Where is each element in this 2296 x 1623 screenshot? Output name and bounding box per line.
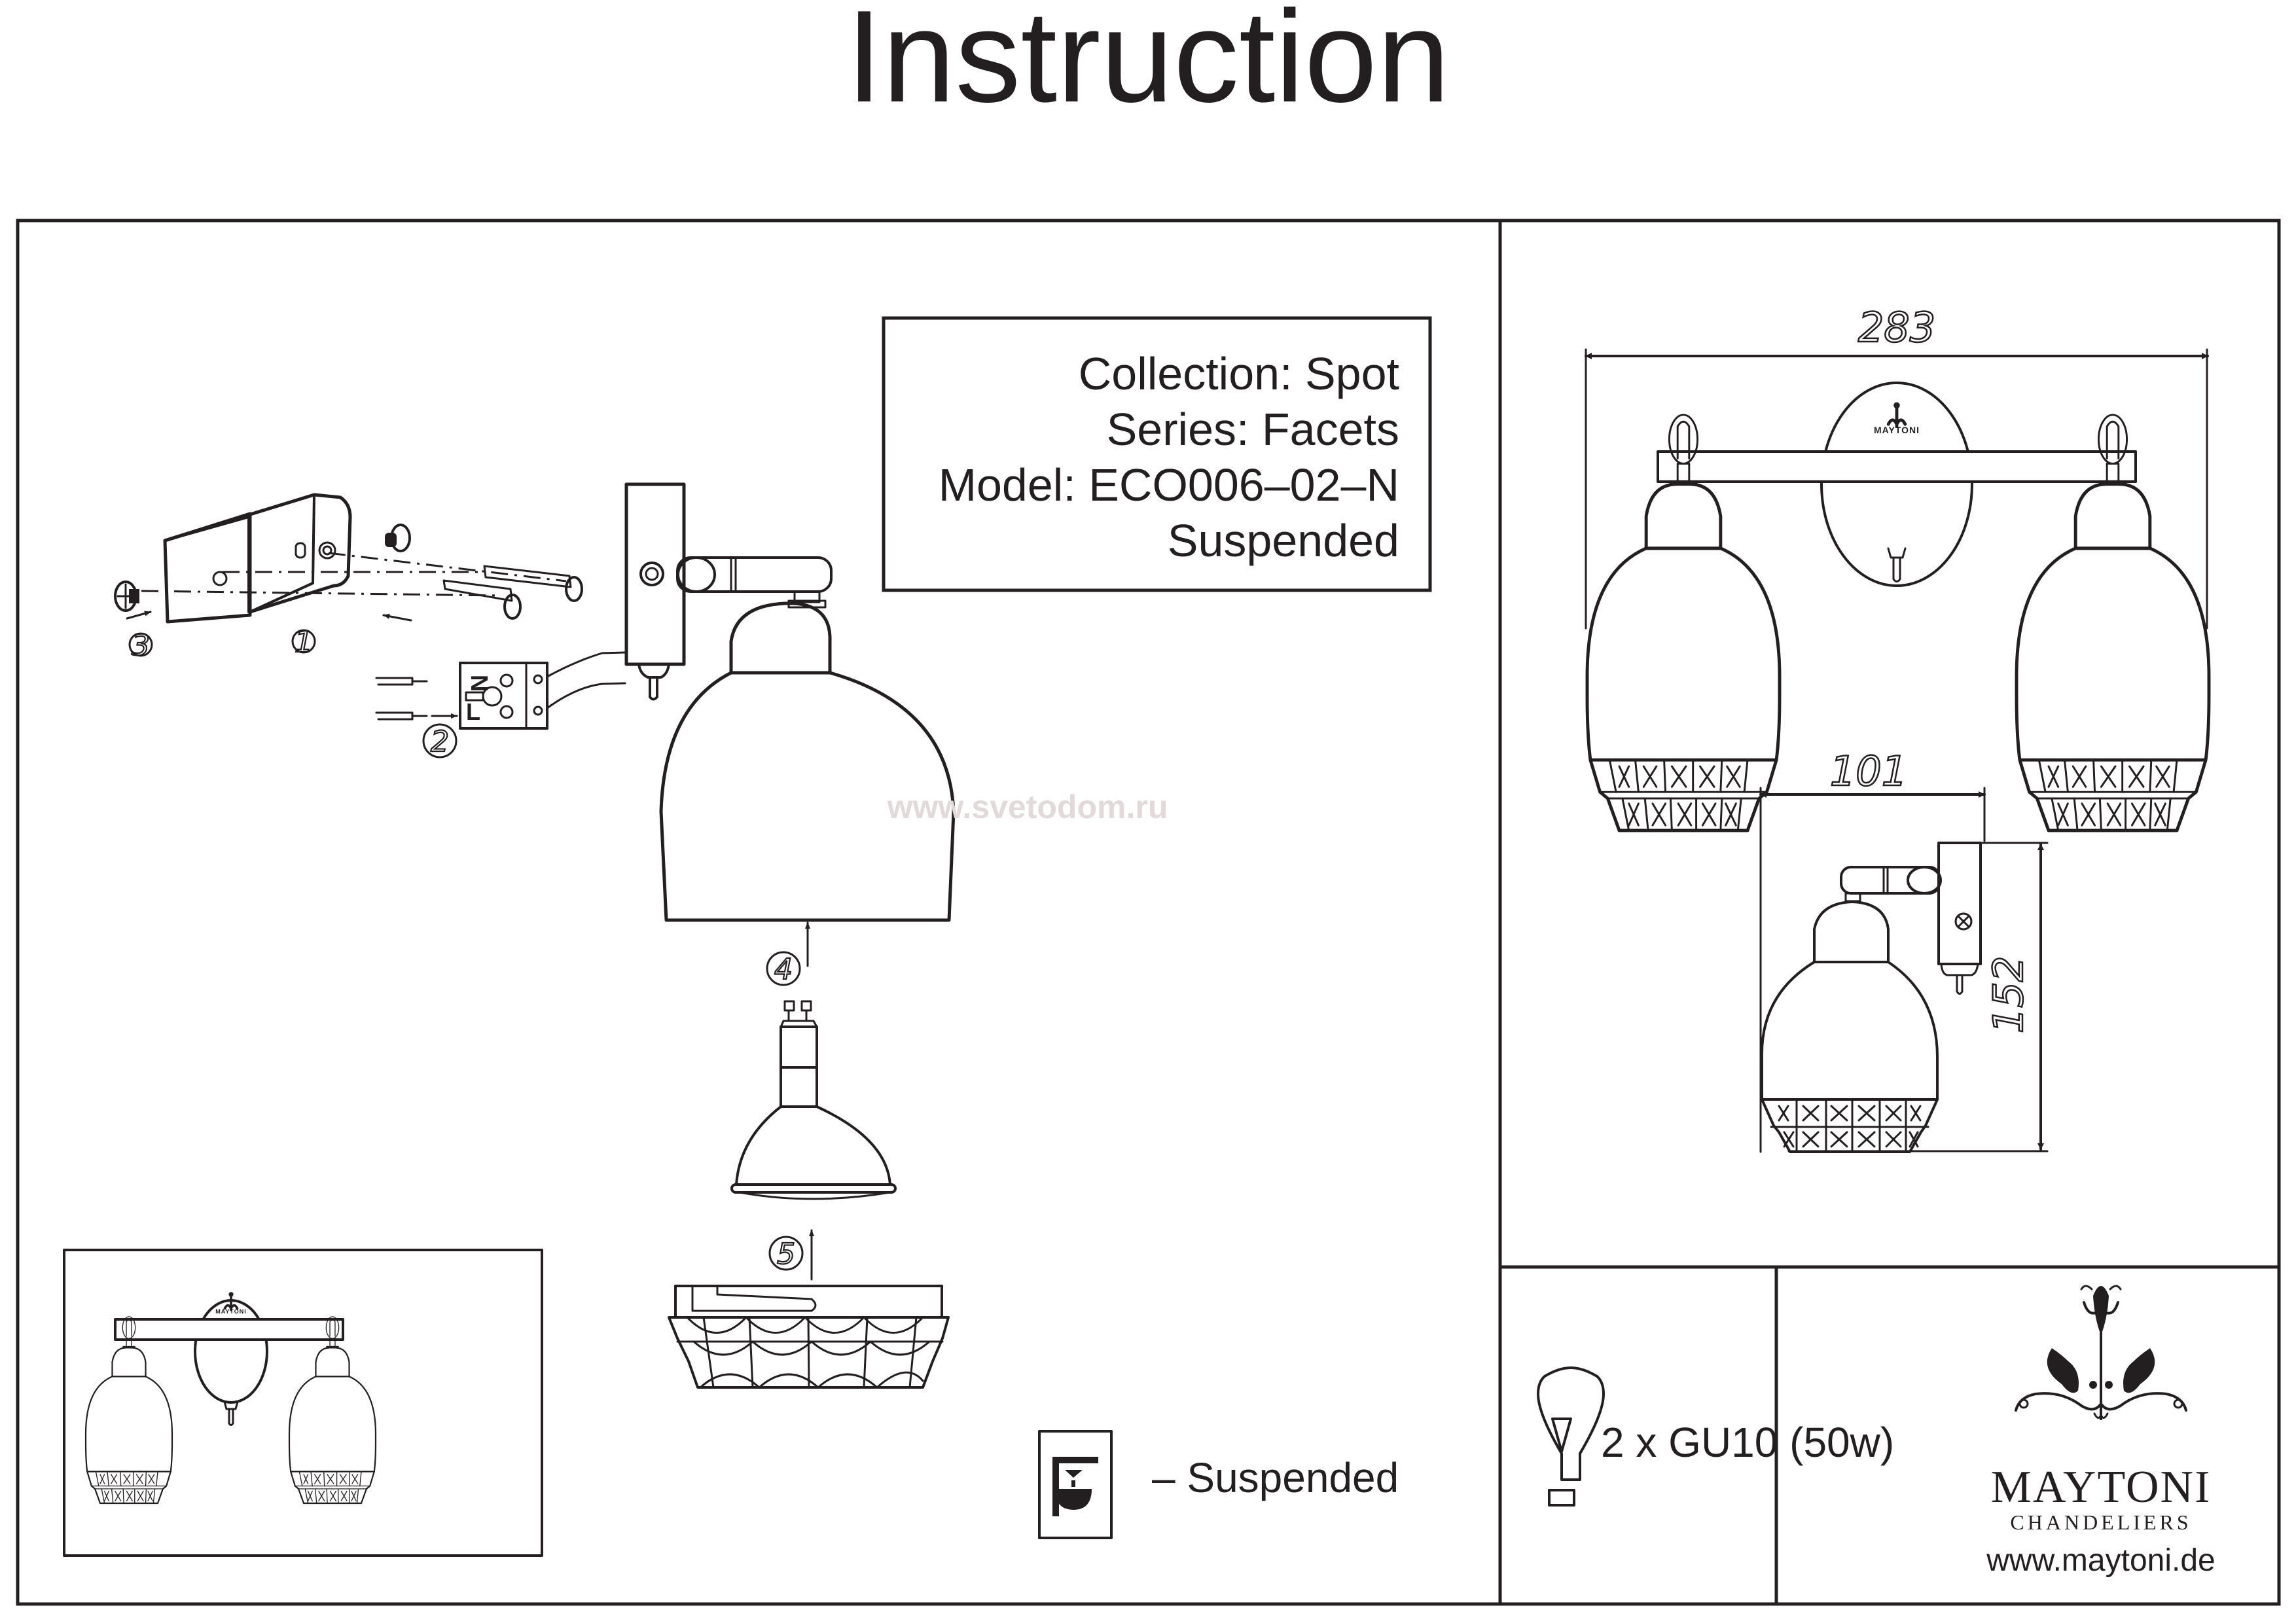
mini-logo-icon <box>1888 402 1905 427</box>
svg-text:3: 3 <box>132 629 150 662</box>
step-3-marker: 3 <box>128 628 153 663</box>
svg-text:5: 5 <box>777 1238 795 1271</box>
rivet-icon <box>385 524 411 552</box>
brand-subtitle: CHANDELIERS <box>2010 1510 2191 1534</box>
suspended-legend-label: – Suspended <box>1152 1454 1399 1501</box>
gu10-bulb <box>730 1000 897 1200</box>
series-label: Series: Facets <box>1107 404 1399 455</box>
brand-website-link[interactable]: www.maytoni.de <box>1986 1543 2215 1578</box>
lightbulb-icon <box>1537 1366 1605 1507</box>
swivel-arm <box>676 556 833 609</box>
depth-dimension-value: 101 <box>1830 747 1907 795</box>
wall-plate <box>624 482 686 701</box>
step-1-marker: 1 <box>291 625 316 660</box>
suspended-legend: – Suspended <box>1038 1430 1399 1539</box>
mounting-bracket <box>163 493 352 624</box>
lamp-shade <box>659 601 956 922</box>
mini-brand-badge: MAYTONI <box>215 1308 247 1315</box>
bulb-spec-text: 2 x GU10 (50w) <box>1601 1419 1894 1466</box>
terminal-block: N L <box>459 662 548 730</box>
page-title: Instruction <box>846 0 1450 130</box>
svg-text:4: 4 <box>774 953 793 986</box>
step-5-marker: 5 <box>768 1236 804 1272</box>
width-dimension-value: 283 <box>1858 304 1935 351</box>
brand-name: MAYTONI <box>1991 1462 2212 1512</box>
maytoni-ornament-icon <box>2015 1285 2187 1420</box>
brand-block: MAYTONI CHANDELIERS www.maytoni.de <box>1986 1285 2215 1578</box>
terminal-label-live: L <box>466 698 480 725</box>
watermark: www.svetodom.ru <box>887 789 1168 825</box>
wall-screw-icon <box>442 565 583 620</box>
front-view-brand-badge: MAYTONI <box>1874 425 1920 435</box>
height-dimension-value: 152 <box>1984 956 2032 1033</box>
collection-label: Collection: Spot <box>1079 348 1399 399</box>
outer-frame <box>16 219 2281 1606</box>
faceted-glass-shade <box>668 1285 950 1389</box>
screw-icon <box>114 580 139 612</box>
product-info-box: Collection: Spot Series: Facets Model: E… <box>882 316 1432 592</box>
assembly-diagram: 1 2 3 N L <box>114 482 956 1389</box>
mount-type-label: Suspended <box>1168 515 1399 566</box>
step-2-marker: 2 <box>422 723 457 759</box>
supply-wires <box>375 651 626 721</box>
fixture-preview: MAYTONI <box>63 1249 543 1557</box>
svg-text:1: 1 <box>295 626 313 659</box>
dimensions-panel: 283 MAYTONI 101 152 <box>1585 303 2209 1153</box>
model-label: Model: ECO006–02–N <box>939 459 1399 510</box>
svg-text:2: 2 <box>431 725 449 758</box>
suspended-mount-icon <box>1038 1430 1113 1539</box>
terminal-label-neutral: N <box>466 675 493 692</box>
step-4-marker: 4 <box>766 951 801 987</box>
bulb-spec: 2 x GU10 (50w) <box>1537 1366 1894 1507</box>
